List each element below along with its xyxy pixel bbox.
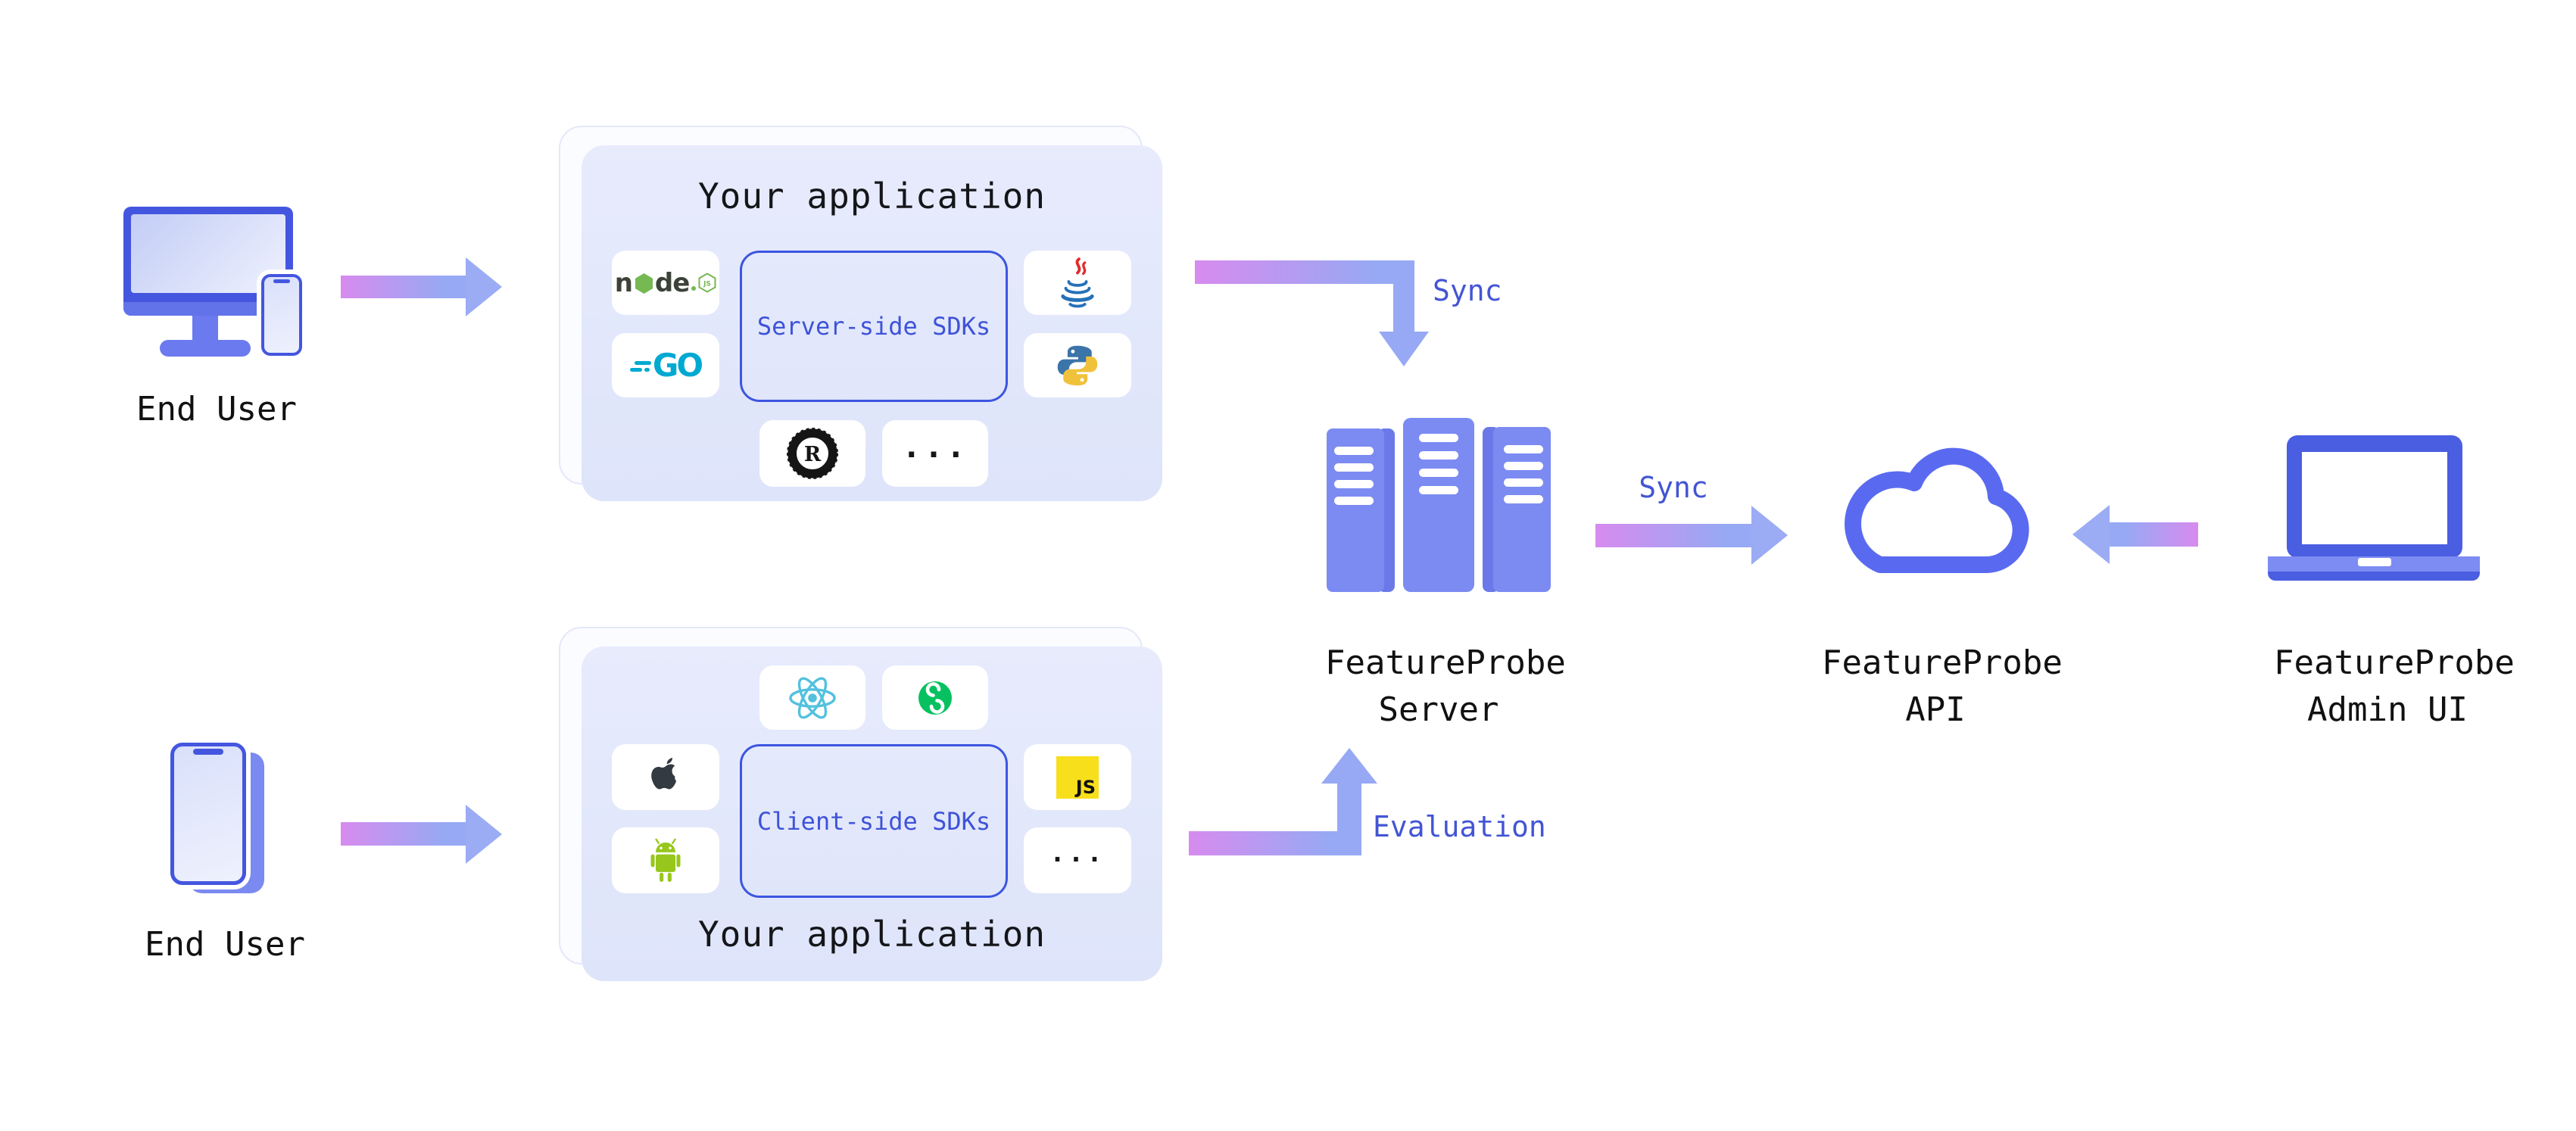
featureprobe-admin-label: FeatureProbe Admin UI: [2274, 640, 2515, 734]
sdk-tile-java: [1024, 251, 1131, 315]
featureprobe-server-label-line2: Server: [1378, 690, 1499, 729]
java-icon: [1061, 257, 1094, 307]
monitor-icon: [123, 207, 293, 316]
featureprobe-api-label-line2: API: [1905, 690, 1966, 729]
sdk-tile-ios: [612, 744, 719, 810]
go-icon: GO: [629, 347, 703, 384]
svg-text:R: R: [804, 443, 822, 466]
client-card-title: Your application: [697, 914, 1046, 955]
wechat-miniprogram-icon: [918, 681, 952, 715]
sdk-tile-javascript: JS: [1024, 744, 1131, 810]
arrowhead-right-icon: [466, 257, 502, 316]
sdk-tile-go: GO: [612, 333, 719, 397]
phone-notch: [193, 749, 223, 755]
arrowhead-down-icon: [1379, 332, 1429, 366]
featureprobe-admin-label-line1: FeatureProbe: [2274, 643, 2515, 682]
monitor-base: [160, 340, 251, 357]
arrowhead-right-icon: [466, 805, 502, 864]
server-sdk-box-label: Server-side SDKs: [756, 312, 991, 341]
server-sdk-box: Server-side SDKs: [740, 251, 1008, 402]
server-application-card: [582, 145, 1162, 501]
sync-label-top: Sync: [1433, 274, 1502, 307]
phone-icon: [170, 743, 246, 885]
ellipsis-icon: ...: [1049, 837, 1106, 868]
sdk-tile-more-client: ...: [1024, 827, 1131, 893]
android-icon: [650, 838, 681, 882]
javascript-icon: JS: [1056, 756, 1099, 799]
monitor-stand: [192, 316, 218, 343]
sdk-tile-android: [612, 827, 719, 893]
server-card-title: Your application: [697, 176, 1046, 217]
arrowhead-left-icon: [2072, 505, 2110, 564]
rust-icon: R: [787, 428, 838, 479]
featureprobe-server-label: FeatureProbe Server: [1325, 640, 1566, 734]
client-sdk-box: Client-side SDKs: [740, 744, 1008, 898]
featureprobe-api-label-line1: FeatureProbe: [1822, 643, 2063, 682]
monitor-chin: [123, 302, 293, 316]
end-user-label-bottom: End User: [145, 925, 305, 964]
evaluation-label: Evaluation: [1373, 810, 1546, 843]
featureprobe-server-label-line1: FeatureProbe: [1325, 643, 1566, 682]
server-racks-icon: [1327, 418, 1551, 592]
apple-icon: [651, 757, 685, 789]
phone-icon: [261, 274, 302, 356]
sdk-tile-miniprogram: [882, 665, 988, 730]
arrowhead-up-icon: [1321, 748, 1377, 784]
sync-label-mid: Sync: [1639, 471, 1708, 504]
phone-notch: [273, 279, 290, 283]
arrowhead-right-icon: [1751, 506, 1788, 565]
sdk-tile-nodejs: n de JS: [612, 251, 719, 315]
svg-text:JS: JS: [703, 281, 711, 288]
client-sdk-box-label: Client-side SDKs: [756, 806, 991, 836]
client-application-card: [582, 647, 1162, 981]
sdk-tile-more-server: ...: [882, 420, 988, 487]
end-user-label-top: End User: [136, 390, 297, 428]
sdk-tile-react: [759, 665, 865, 730]
monitor-screen: [131, 214, 285, 293]
featureprobe-api-label: FeatureProbe API: [1822, 640, 2063, 734]
sdk-tile-rust: R: [759, 420, 865, 487]
nodejs-icon: n de JS: [615, 268, 717, 298]
ellipsis-icon: ...: [902, 427, 968, 465]
cloud-icon: [1845, 447, 2029, 573]
featureprobe-admin-label-line2: Admin UI: [2307, 690, 2468, 729]
python-icon: [1057, 345, 1098, 385]
sdk-tile-python: [1024, 333, 1131, 397]
react-icon: [789, 677, 836, 718]
